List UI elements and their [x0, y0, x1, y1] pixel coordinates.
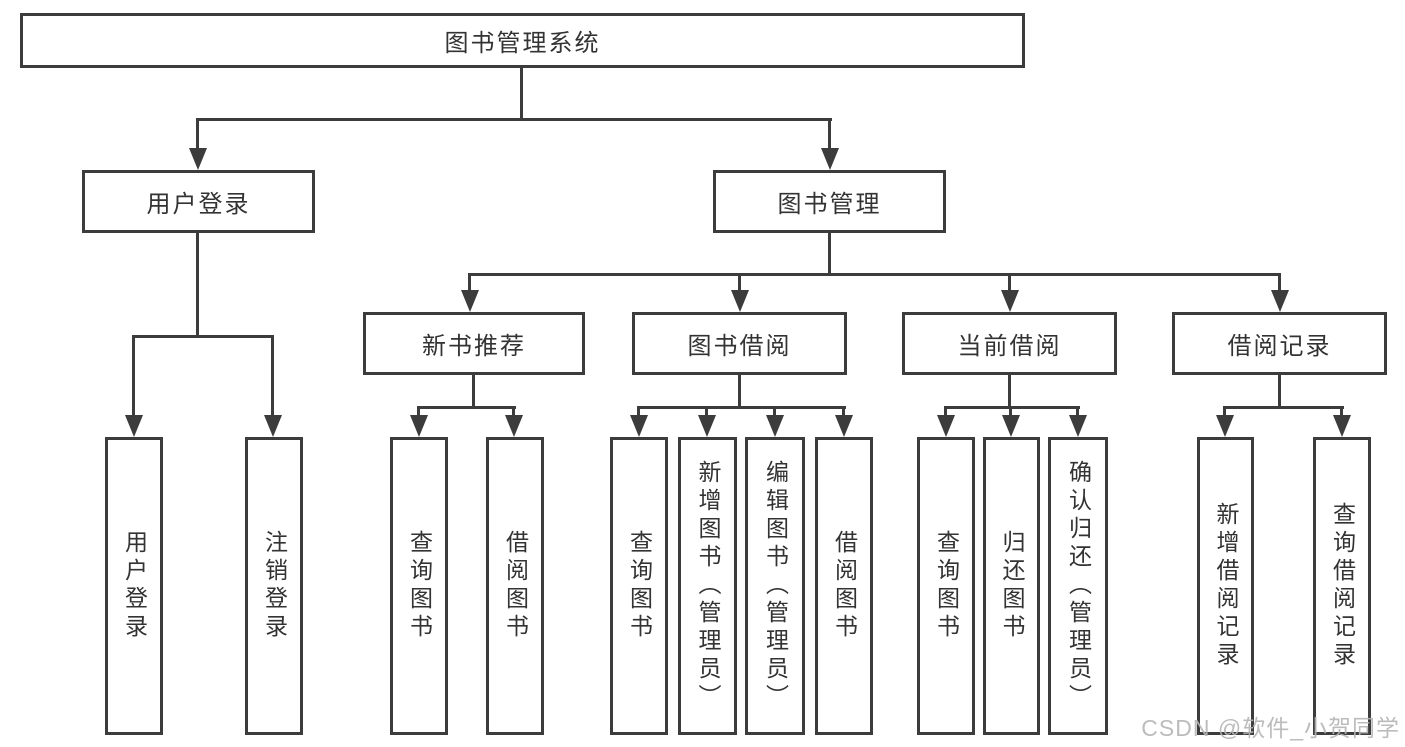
connector-line: [842, 406, 845, 418]
connector-line: [468, 273, 1281, 276]
leaf-edit-book-admin: 编辑图书（管理员）: [745, 437, 805, 735]
connector-line: [271, 335, 274, 417]
node-label: 归还图书: [999, 530, 1025, 642]
node-label: 新增图书（管理员）: [695, 460, 721, 712]
connector-line: [132, 335, 274, 338]
connector-line: [1223, 406, 1226, 418]
connector-line: [1008, 273, 1011, 293]
leaf-borrow-books-borrowing: 借阅图书: [815, 437, 873, 735]
node-label: 用户登录: [121, 530, 148, 642]
arrow-down-icon: [1002, 415, 1020, 437]
node-label: 编辑图书（管理员）: [762, 460, 789, 712]
node-label: 查询图书: [406, 530, 433, 642]
arrow-down-icon: [125, 415, 143, 437]
leaf-query-books-current: 查询图书: [917, 437, 975, 735]
node-new-book-recommend: 新书推荐: [363, 312, 585, 375]
connector-line: [472, 375, 475, 408]
connector-line: [196, 118, 832, 121]
arrow-down-icon: [1333, 415, 1351, 437]
arrow-down-icon: [630, 415, 648, 437]
arrow-down-icon: [1069, 415, 1087, 437]
arrow-down-icon: [264, 415, 282, 437]
node-label: 图书管理: [777, 191, 882, 218]
leaf-add-borrow-record: 新增借阅记录: [1197, 437, 1254, 735]
connector-line: [705, 406, 708, 418]
node-borrow-records: 借阅记录: [1172, 312, 1387, 375]
node-label: 查询图书: [626, 530, 653, 642]
arrow-down-icon: [1271, 290, 1289, 312]
connector-line: [468, 273, 471, 293]
connector-line: [828, 233, 831, 275]
leaf-query-borrow-record: 查询借阅记录: [1313, 437, 1371, 735]
connector-line: [637, 406, 640, 418]
node-user-login: 用户登录: [82, 170, 315, 233]
leaf-logout: 注销登录: [245, 437, 303, 735]
connector-line: [1340, 406, 1343, 418]
arrow-down-icon: [835, 415, 853, 437]
leaf-query-books-borrowing: 查询图书: [610, 437, 668, 735]
arrow-down-icon: [461, 290, 479, 312]
node-label: 借阅图书: [831, 530, 858, 642]
leaf-borrow-books-recommend: 借阅图书: [486, 437, 544, 735]
leaf-confirm-return-admin: 确认归还（管理员）: [1048, 437, 1108, 735]
arrow-down-icon: [937, 415, 955, 437]
leaf-add-book-admin: 新增图书（管理员）: [678, 437, 737, 735]
node-book-management: 图书管理: [713, 170, 946, 233]
node-label: 查询借阅记录: [1329, 502, 1356, 670]
connector-line: [1076, 406, 1079, 418]
connector-line: [1008, 375, 1011, 408]
connector-line: [1009, 406, 1012, 418]
arrow-down-icon: [189, 148, 207, 170]
connector-line: [196, 118, 199, 150]
watermark-text: CSDN @软件_小贺同学: [1141, 715, 1400, 741]
node-current-borrowing: 当前借阅: [902, 312, 1117, 375]
arrow-down-icon: [821, 148, 839, 170]
connector-line: [944, 406, 947, 418]
connector-line: [1278, 375, 1281, 408]
connector-line: [773, 406, 776, 418]
node-label: 图书借阅: [687, 333, 792, 360]
connector-line: [738, 375, 741, 408]
arrow-down-icon: [505, 415, 523, 437]
node-label: 注销登录: [261, 530, 288, 642]
arrow-down-icon: [1001, 290, 1019, 312]
connector-line: [196, 233, 199, 338]
node-label: 借阅图书: [502, 530, 529, 642]
leaf-return-books: 归还图书: [983, 437, 1040, 735]
connector-line: [132, 335, 135, 417]
arrow-down-icon: [766, 415, 784, 437]
leaf-user-login: 用户登录: [105, 437, 163, 735]
node-library-system: 图书管理系统: [20, 13, 1025, 68]
node-label: 确认归还（管理员）: [1065, 460, 1092, 712]
connector-line: [1223, 406, 1344, 409]
node-label: 用户登录: [146, 191, 251, 218]
connector-line: [1278, 273, 1281, 293]
arrow-down-icon: [1216, 415, 1234, 437]
leaf-query-books-recommend: 查询图书: [390, 437, 448, 735]
connector-line: [738, 273, 741, 293]
node-label: 新书推荐: [422, 333, 526, 360]
node-label: 图书管理系统: [444, 30, 601, 57]
node-label: 新增借阅记录: [1213, 502, 1239, 670]
node-book-borrowing: 图书借阅: [632, 312, 847, 375]
connector-line: [512, 406, 515, 418]
connector-line: [520, 68, 523, 120]
connector-line: [944, 406, 1080, 409]
connector-line: [417, 406, 516, 409]
arrow-down-icon: [731, 290, 749, 312]
arrow-down-icon: [698, 415, 716, 437]
connector-line: [828, 118, 831, 150]
node-label: 借阅记录: [1227, 333, 1332, 360]
connector-line: [637, 406, 846, 409]
node-label: 查询图书: [933, 530, 960, 642]
node-label: 当前借阅: [957, 333, 1062, 360]
arrow-down-icon: [410, 415, 428, 437]
connector-line: [417, 406, 420, 418]
